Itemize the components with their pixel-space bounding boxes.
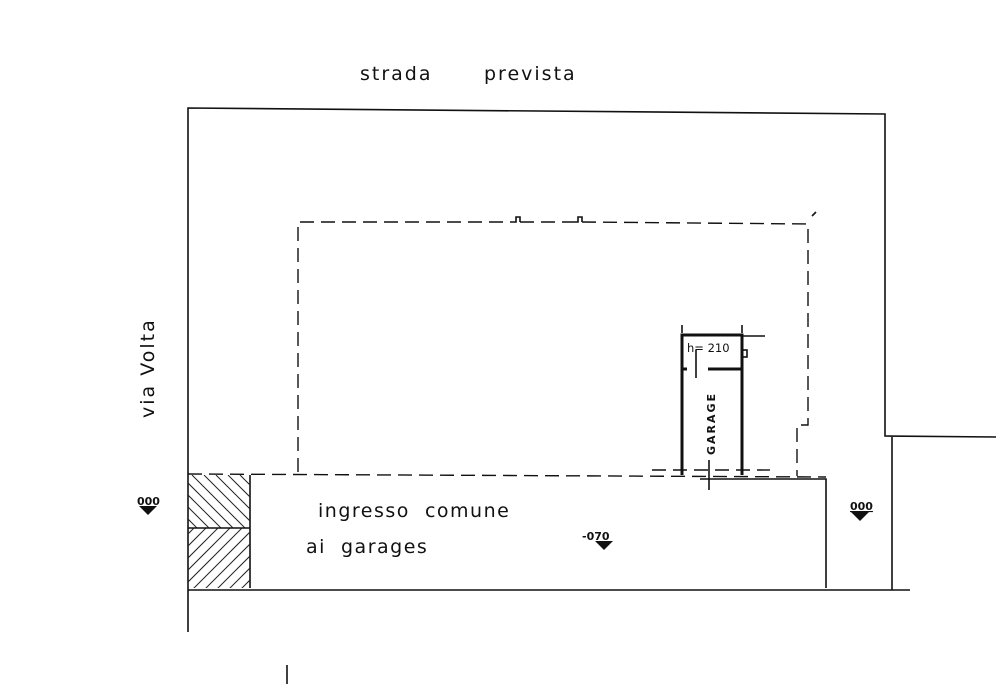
entrance-corridor [187,473,827,588]
hatch-line [120,528,182,590]
hatch-line [215,475,250,510]
hatch-line [188,528,231,571]
hatched-wall [108,475,319,590]
hatch-line [188,528,219,559]
hatch-line [188,518,198,528]
elevation-marker-left: 000 [137,495,160,515]
hatch-line [252,475,307,530]
hatch-line [203,475,250,522]
hatch-line [188,528,243,583]
lot-boundary [187,107,997,684]
hatch-line [217,555,250,588]
hatch-line [188,506,210,528]
hatch-line [264,475,319,530]
hatch-line [188,528,207,547]
hatch-line [229,567,250,588]
elevation-marker-entrance: -070 [582,530,613,550]
elevation-value-right: 000 [850,500,873,513]
hatch-line [239,475,250,486]
garage-unit: h= 210 GARAGE [652,325,770,490]
elevation-arrow-icon [851,512,869,521]
hatch-line [188,528,195,535]
elevation-marker-right: 000 [850,500,873,521]
garage-height-note: h= 210 [687,341,730,355]
hatch-line [252,528,314,590]
hatch-line [205,543,250,588]
street-label-strada: strada [360,63,433,85]
garage-label: GARAGE [705,392,718,455]
hatch-line [188,482,234,528]
hatch-line [227,475,250,498]
elevation-arrow-icon [139,506,157,515]
entrance-label-line1: ingresso comune [318,500,510,522]
hatch-line [191,475,246,528]
street-label-prevista: prevista [484,63,577,85]
hatch-line [193,531,250,588]
elevation-value-left: 000 [137,495,160,508]
elevation-value-entrance: -070 [582,530,610,543]
elevation-arrow-icon [595,541,613,550]
hatch-line [188,494,222,528]
entrance-label-line2: ai garages [306,536,428,558]
building-outline [297,211,817,476]
street-label-via-volta: via Volta [137,318,159,418]
hatch-line [108,528,170,590]
